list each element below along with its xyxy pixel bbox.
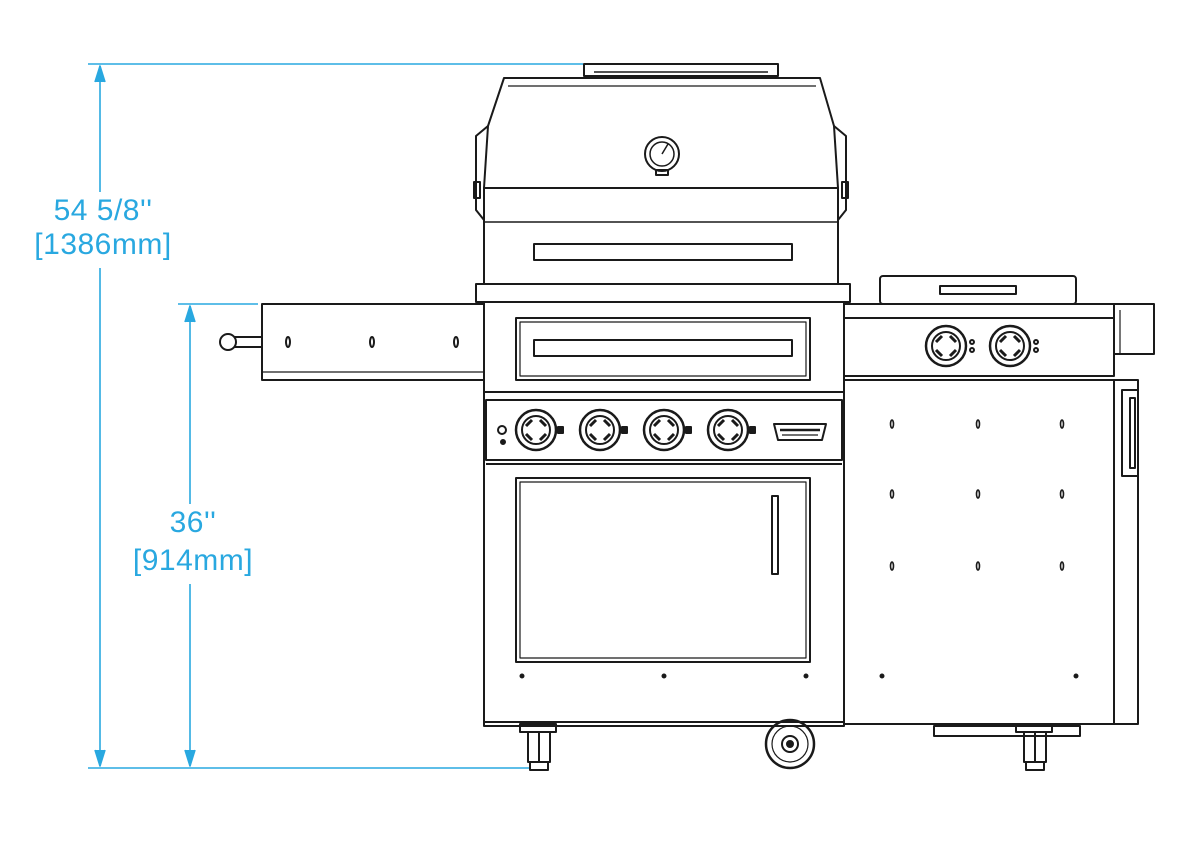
caster-center-wheel — [764, 718, 816, 770]
side-shelf-panel — [261, 303, 485, 381]
side-burner-knob-icon — [988, 324, 1039, 368]
lid-thermometer-icon — [644, 136, 680, 176]
lid-front-vent — [533, 243, 793, 261]
lid-hinge-left — [473, 181, 481, 199]
towel-bar-icon — [219, 333, 262, 351]
overall-height-arrow-down — [94, 749, 106, 767]
counter-height-arrow-up — [184, 305, 196, 323]
grill-countertop — [475, 283, 851, 303]
burner-knob-icon — [706, 408, 756, 452]
side-cart-door-handle — [1129, 397, 1136, 469]
counter-height-arrow-down — [184, 749, 196, 767]
grill-vent-slot — [533, 339, 793, 357]
lid-hinge-right — [841, 181, 849, 199]
counter-height-imperial-label: 36'' — [169, 506, 217, 539]
side-cart-vent-holes — [889, 419, 1065, 571]
side-burner-lid — [879, 275, 1077, 305]
brand-badge-icon — [773, 423, 827, 441]
burner-knob-icon — [578, 408, 628, 452]
burner-knob-icon — [514, 408, 564, 452]
side-countertop — [843, 303, 1115, 319]
overall-height-arrow-up — [94, 65, 106, 83]
grill-vent-panel — [515, 317, 811, 381]
side-control-panel — [843, 317, 1115, 377]
side-cart-bottom-bar — [933, 725, 1081, 737]
cabinet-door — [515, 477, 811, 663]
lid-front — [483, 187, 839, 285]
side-cart-cabinet — [843, 379, 1115, 725]
side-burner-knob-icon — [924, 324, 975, 368]
overall-height-metric-label: [1386mm] — [34, 228, 172, 261]
caster-left — [519, 723, 557, 771]
side-burner-cart — [843, 275, 1155, 737]
grill-body — [475, 283, 851, 727]
caster-right — [1015, 723, 1053, 771]
ignition-button-icon — [497, 425, 507, 445]
grill-lid — [473, 63, 849, 285]
side-cart-door — [1113, 379, 1139, 725]
counter-height-metric-label: [914mm] — [132, 544, 254, 577]
left-side-shelf — [219, 303, 485, 381]
lid-handle — [583, 63, 779, 77]
dimension-lines — [88, 63, 583, 769]
burner-knob-icon — [642, 408, 692, 452]
cabinet-door-handle — [771, 495, 779, 575]
overall-height-imperial-label: 54 5/8'' — [53, 194, 153, 227]
burner-control-panel — [485, 399, 843, 461]
